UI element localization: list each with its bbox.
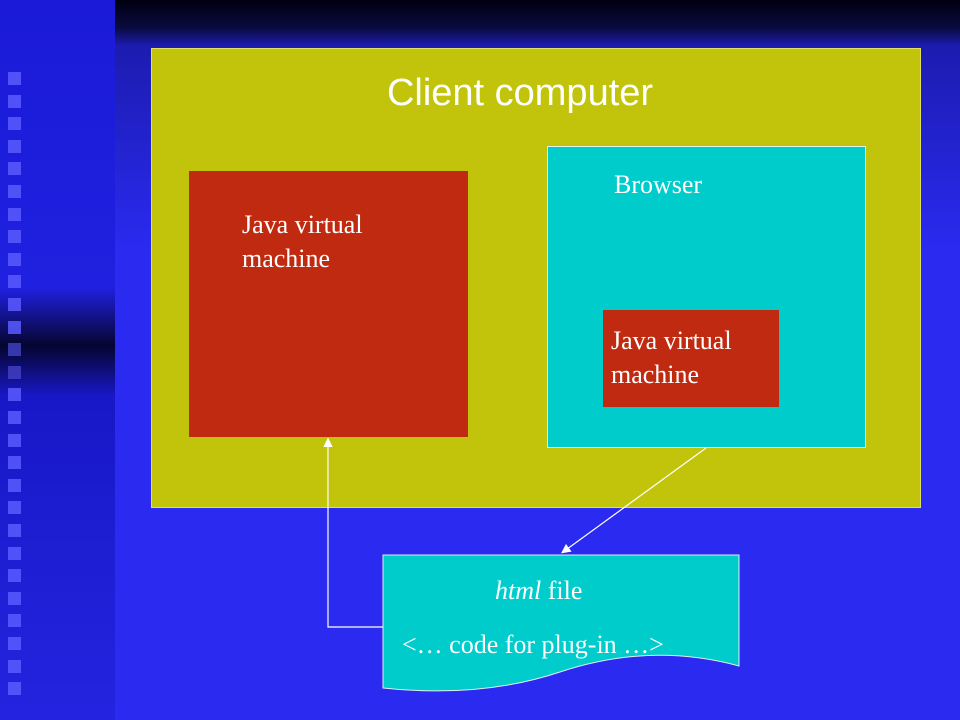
decor-square xyxy=(8,614,21,628)
browser-label: Browser xyxy=(614,170,703,199)
plugin-code-label: <… code for plug-in …> xyxy=(402,630,664,659)
decor-square xyxy=(8,365,21,379)
decor-square xyxy=(8,388,21,402)
decor-square xyxy=(8,433,21,447)
decor-square xyxy=(8,139,21,153)
decor-square xyxy=(8,117,21,131)
decor-square xyxy=(8,637,21,650)
decor-square xyxy=(8,524,21,537)
jvm-in-browser-label-line2: machine xyxy=(611,360,700,389)
decor-square xyxy=(8,682,21,696)
jvm-in-browser-label-line1: Java virtual xyxy=(611,326,732,355)
jvm-standalone-label-line1: Java virtual xyxy=(242,210,363,239)
client-computer-title: Client computer xyxy=(386,72,654,114)
decor-square xyxy=(8,343,21,357)
html-file-label-rest: file xyxy=(541,576,583,605)
decor-square xyxy=(8,207,21,221)
decor-square xyxy=(8,501,21,515)
decor-squares xyxy=(0,0,40,720)
decor-square xyxy=(8,320,21,334)
jvm-box-standalone xyxy=(189,171,468,437)
top-decor-band xyxy=(115,0,960,46)
jvm-in-browser-label: Java virtual machine xyxy=(611,324,781,392)
decor-square xyxy=(8,252,21,266)
decor-square xyxy=(8,456,21,470)
arrow-browser-to-file xyxy=(561,447,707,554)
decor-square xyxy=(8,162,21,176)
jvm-standalone-label-line2: machine xyxy=(242,244,331,273)
jvm-box-in-browser xyxy=(603,310,779,407)
jvm-standalone-label: Java virtual machine xyxy=(242,208,442,276)
decor-square xyxy=(8,591,21,605)
arrow-file-to-jvm xyxy=(323,437,383,628)
html-file-label: html file xyxy=(495,576,582,606)
decor-square xyxy=(8,230,21,244)
decor-square xyxy=(8,478,21,492)
decor-square xyxy=(8,659,21,673)
decor-square xyxy=(8,94,21,108)
decor-square xyxy=(8,546,21,560)
decor-square xyxy=(8,569,21,583)
html-file-label-italic: html xyxy=(495,576,542,605)
decor-square xyxy=(8,185,21,198)
decor-square xyxy=(8,72,21,85)
decor-square xyxy=(8,275,21,289)
decor-square xyxy=(8,411,21,424)
decor-square xyxy=(8,298,21,311)
